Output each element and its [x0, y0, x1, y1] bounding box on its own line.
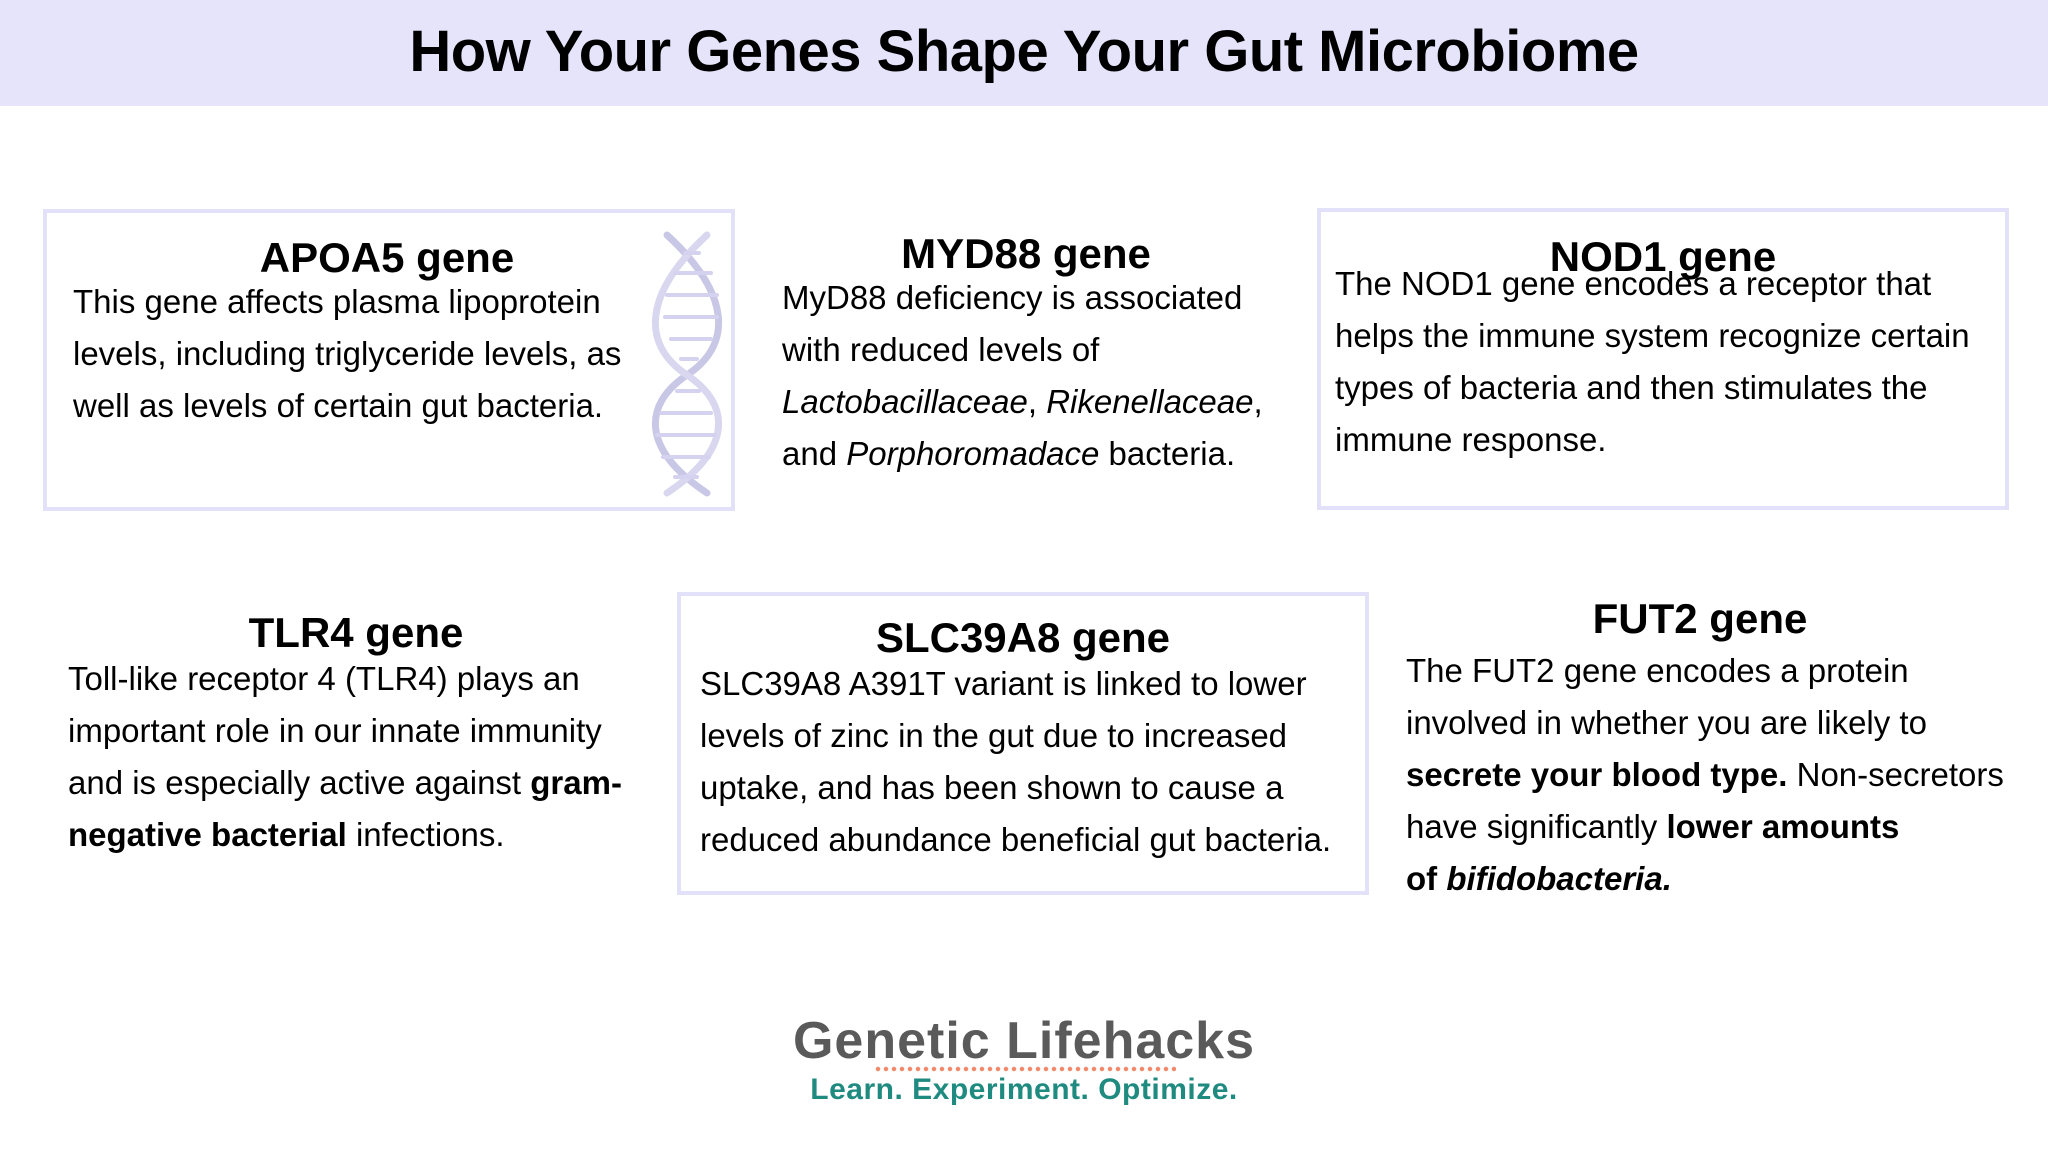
card-heading: TLR4 gene [248, 609, 464, 656]
logo: Genetic Lifehacks Learn. Experiment. Opt… [744, 1010, 1304, 1110]
card-heading: APOA5 gene [259, 234, 515, 281]
card-body: This gene affects plasma lipoprotein lev… [73, 283, 622, 424]
card-heading: MYD88 gene [901, 230, 1151, 277]
logo-dots-divider [874, 1065, 1176, 1073]
card-slc39a8: SLC39A8 gene SLC39A8 A391T variant is li… [677, 592, 1369, 895]
card-nod1: NOD1 gene The NOD1 gene encodes a recept… [1317, 208, 2009, 510]
logo-name: Genetic Lifehacks [792, 1012, 1256, 1070]
card-tlr4: TLR4 gene Toll-like receptor 4 (TLR4) pl… [40, 593, 680, 893]
card-heading: SLC39A8 gene [875, 614, 1171, 661]
card-myd88: MYD88 gene MyD88 deficiency is associate… [760, 209, 1292, 511]
card-body: The FUT2 gene encodes a protein involved… [1406, 652, 2004, 897]
card-heading: NOD1 gene [1549, 233, 1777, 280]
card-heading: FUT2 gene [1592, 595, 1808, 642]
logo-tagline: Learn. Experiment. Optimize. [810, 1073, 1238, 1106]
card-body: Toll-like receptor 4 (TLR4) plays an imp… [68, 660, 622, 853]
card-body: MyD88 deficiency is associated with redu… [782, 279, 1263, 472]
card-body: SLC39A8 A391T variant is linked to lower… [700, 665, 1332, 858]
card-fut2: FUT2 gene The FUT2 gene encodes a protei… [1380, 584, 2030, 904]
dna-helix-icon [652, 231, 722, 497]
card-apoa5: APOA5 gene This gene affects plasma lipo… [43, 209, 735, 511]
page-title: How Your Genes Shape Your Gut Microbiome [409, 19, 1639, 84]
card-body: The NOD1 gene encodes a receptor that he… [1335, 265, 1970, 458]
title-banner: How Your Genes Shape Your Gut Microbiome [0, 0, 2048, 106]
